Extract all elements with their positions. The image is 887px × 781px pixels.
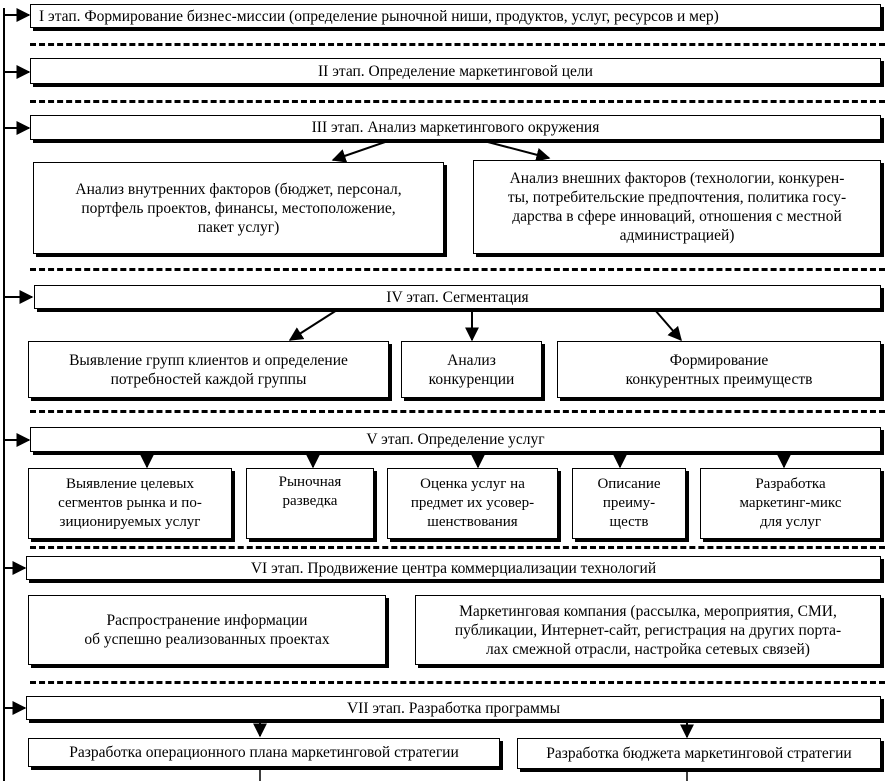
stage-2-box: II этап. Определение маркетинговой цели	[30, 58, 881, 84]
stage-3-box: III этап. Анализ маркетингового окружени…	[30, 115, 881, 140]
stage-7-box: VII этап. Разработка программы	[26, 696, 881, 720]
stage-5-box: V этап. Определение услуг	[30, 427, 881, 452]
stage-4-box: IV этап. Сегментация	[34, 285, 881, 309]
client-groups-box: Выявление групп клиентов и определение п…	[28, 341, 389, 398]
market-research-box: Рыночная разведка	[246, 468, 374, 539]
arrow-4-left	[288, 309, 338, 341]
separator-5	[30, 546, 885, 549]
operational-plan-box: Разработка операционного плана маркетинг…	[28, 738, 500, 767]
service-evaluation-box: Оценка услуг на предмет их усовер- шенст…	[387, 468, 558, 539]
marketing-campaign-box: Маркетинговая компания (рассылка, меропр…	[415, 595, 881, 665]
stage-6-box: VI этап. Продвижение центра коммерциализ…	[26, 556, 881, 580]
marketing-budget-box: Разработка бюджета маркетинговой стратег…	[517, 738, 881, 769]
marketing-mix-box: Разработка маркетинг-микс для услуг	[700, 468, 881, 539]
advantages-description-box: Описание преиму- ществ	[572, 468, 686, 539]
competitive-advantages-box: Формирование конкурентных преимуществ	[557, 341, 881, 398]
separator-1	[30, 43, 885, 46]
target-segments-box: Выявление целевых сегментов рынка и по- …	[28, 468, 232, 539]
separator-4	[30, 410, 885, 413]
separator-6	[30, 681, 885, 684]
arrow-3-left	[331, 140, 389, 163]
arrow-4-right	[654, 309, 682, 342]
competition-analysis-box: Анализ конкуренции	[401, 341, 542, 398]
internal-factors-box: Анализ внутренних факторов (бюджет, перс…	[33, 162, 444, 254]
separator-2	[30, 100, 885, 103]
stage-1-box: I этап. Формирование бизнес-миссии (опре…	[30, 4, 881, 28]
information-spread-box: Распространение информации об успешно ре…	[28, 595, 386, 665]
external-factors-box: Анализ внешних факторов (технологии, кон…	[473, 160, 881, 254]
arrow-3-right	[483, 140, 551, 162]
separator-3	[30, 268, 885, 271]
